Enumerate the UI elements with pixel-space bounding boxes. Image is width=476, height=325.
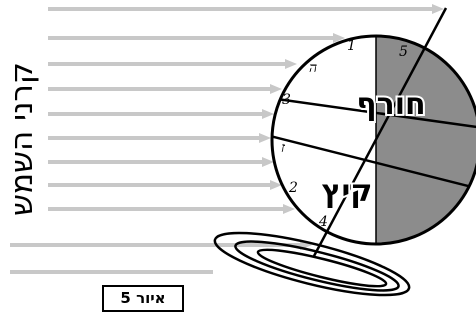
sun-ray — [48, 204, 295, 214]
sun-ray — [48, 109, 274, 119]
sun-ray — [48, 4, 444, 14]
sun-rays-label: קרני השמש — [4, 24, 40, 254]
position-label: 2 — [288, 180, 298, 196]
sun-ray — [10, 270, 213, 274]
sun-ray — [48, 180, 282, 190]
sun-ray — [48, 157, 274, 167]
globe-night-side — [376, 30, 476, 260]
sun-ray — [48, 84, 282, 94]
earth-globe — [270, 8, 476, 260]
position-label: 4 — [318, 214, 328, 230]
sun-ray — [48, 133, 271, 143]
position-label: 5 — [399, 44, 408, 60]
season-label-winter: חורף — [356, 87, 425, 122]
position-label: 3 — [282, 92, 291, 108]
position-label: ה — [309, 60, 317, 76]
position-label: 1 — [347, 38, 356, 54]
figure-caption: איור 5 — [102, 285, 184, 312]
sun-ray — [48, 59, 297, 69]
season-label-summer: קיץ — [322, 174, 373, 209]
sun-ray — [48, 33, 345, 43]
